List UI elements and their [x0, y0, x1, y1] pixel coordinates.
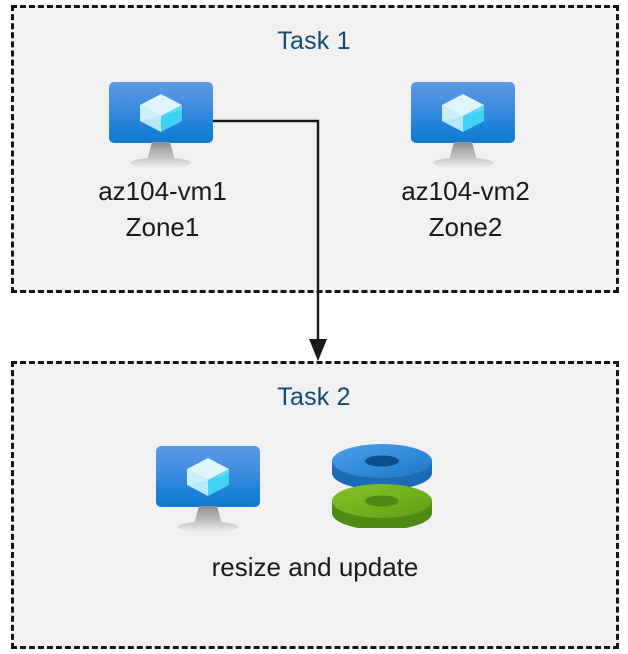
vm1-cube-icon — [138, 93, 184, 133]
task2-vm-stand-base — [178, 522, 238, 532]
vm2-cube-icon — [440, 93, 486, 133]
task2-vm-icon — [156, 446, 260, 532]
task-2-caption: resize and update — [211, 552, 419, 582]
vm2-label: az104-vm2 Zone2 — [401, 176, 530, 242]
vm2-stand-base — [433, 158, 493, 168]
managed-disks-icon — [330, 444, 435, 530]
vm1-label: az104-vm1 Zone1 — [98, 176, 227, 242]
vm2-icon — [411, 82, 515, 168]
task2-vm-stand-neck — [194, 506, 222, 524]
vm2-stand-neck — [449, 142, 477, 160]
task-1-title: Task 1 — [277, 27, 351, 55]
vm1-stand-neck — [147, 142, 175, 160]
task2-vm-cube-icon — [185, 457, 231, 497]
vm1-icon — [109, 82, 213, 168]
task-2-title: Task 2 — [277, 383, 351, 411]
vm1-stand-base — [131, 158, 191, 168]
task-2-container — [11, 361, 619, 649]
